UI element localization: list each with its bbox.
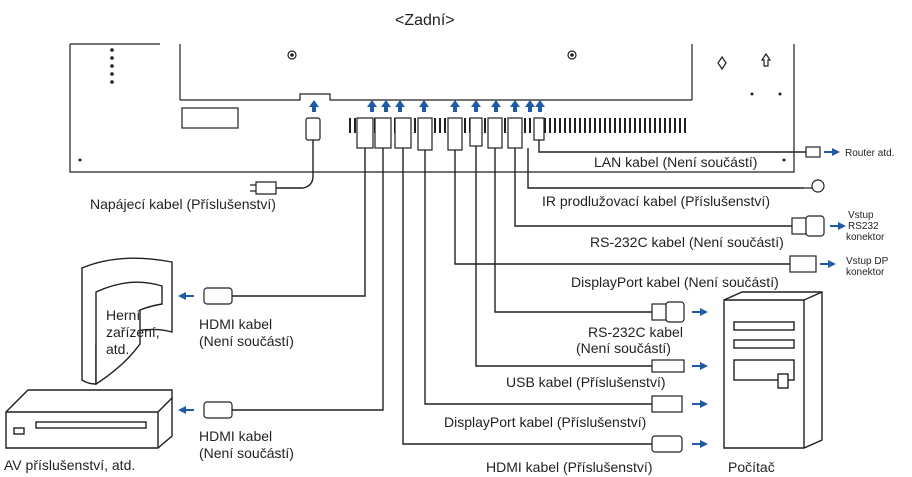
pc-tower-icon: [723, 291, 823, 449]
rs232-plug-icon: [507, 117, 523, 149]
port-panel-outline: [180, 93, 692, 101]
mount-hole-icon: [717, 52, 772, 71]
label-router: Router atd.: [845, 148, 895, 159]
power-plug-icon: [305, 117, 321, 141]
label-rs232-input-1: Vstup: [848, 210, 874, 221]
label-power-cable: Napájecí kabel (Příslušenství): [90, 196, 276, 212]
label-hdmi-pc-cable: HDMI kabel (Příslušenství): [486, 459, 653, 475]
connect-arrow-icon: [309, 100, 545, 112]
label-rs232-input-2: RS232: [848, 221, 879, 232]
hdmi-pc-plug-icon: [651, 435, 683, 453]
label-hdmi-av-1: HDMI kabel: [199, 428, 273, 444]
label-hdmi-game-1: HDMI kabel: [199, 316, 273, 332]
diagram-title: <Zadní>: [395, 12, 455, 29]
label-window: [181, 107, 239, 129]
lan-plug-end-icon: [805, 146, 821, 158]
hdmi-av-plug-icon: [203, 401, 233, 419]
label-rs232-cable-top: RS-232C kabel (Není součástí): [590, 234, 784, 250]
label-hdmi-game-2: (Není součástí): [199, 333, 294, 349]
rs232-plug-end-icon: [791, 217, 807, 235]
usb-pc-plug-icon: [651, 359, 685, 373]
game-device-icon: [81, 257, 173, 386]
label-game-3: atd.: [106, 341, 130, 357]
label-hdmi-av-2: (Není součástí): [199, 445, 294, 461]
label-dp-cable-top: DisplayPort kabel (Není součástí): [571, 274, 779, 290]
displayport-plug-end-icon: [789, 255, 817, 273]
usb-plug-icon: [469, 117, 483, 147]
hdmi-game-plug-icon: [203, 287, 233, 305]
label-rs232-input-3: konektor: [846, 232, 885, 243]
label-game-1: Herní: [106, 307, 141, 323]
label-av-device: AV příslušenství, atd.: [4, 457, 136, 473]
label-dp-input-1: Vstup DP: [846, 256, 889, 267]
hdmi-plug-icon: [374, 117, 392, 149]
power-plug-end-icon: [250, 181, 277, 195]
label-dp-pc-cable: DisplayPort kabel (Příslušenství): [444, 414, 647, 430]
control-buttons-icon: [110, 48, 114, 84]
monitor-rear-outline: [69, 44, 795, 173]
rs232-pc-plug-icon: [651, 303, 667, 321]
label-game-2: zařízení,: [106, 324, 160, 340]
label-rs232-pc-1: RS-232C kabel: [588, 324, 683, 340]
label-ir-cable: IR prodlužovací kabel (Příslušenství): [542, 193, 770, 209]
screw-icon: [287, 50, 577, 60]
lan-plug-icon: [533, 117, 545, 141]
hdmi-plug-icon: [356, 117, 374, 149]
label-lan-cable: LAN kabel (Není součástí): [594, 154, 758, 170]
displayport-pc-plug-icon: [651, 395, 683, 413]
label-rs232-pc-2: (Není součástí): [576, 340, 671, 356]
direction-arrow-icon: [178, 148, 846, 448]
label-usb-cable: USB kabel (Příslušenství): [506, 374, 666, 390]
label-pc: Počítač: [728, 459, 775, 475]
label-dp-input-2: konektor: [846, 267, 885, 278]
hdmi-plug-icon: [394, 117, 412, 149]
displayport-plug-icon: [447, 117, 463, 151]
displayport-plug-icon: [417, 117, 433, 151]
av-device-icon: [5, 389, 173, 449]
rs232-plug-icon: [487, 117, 503, 149]
